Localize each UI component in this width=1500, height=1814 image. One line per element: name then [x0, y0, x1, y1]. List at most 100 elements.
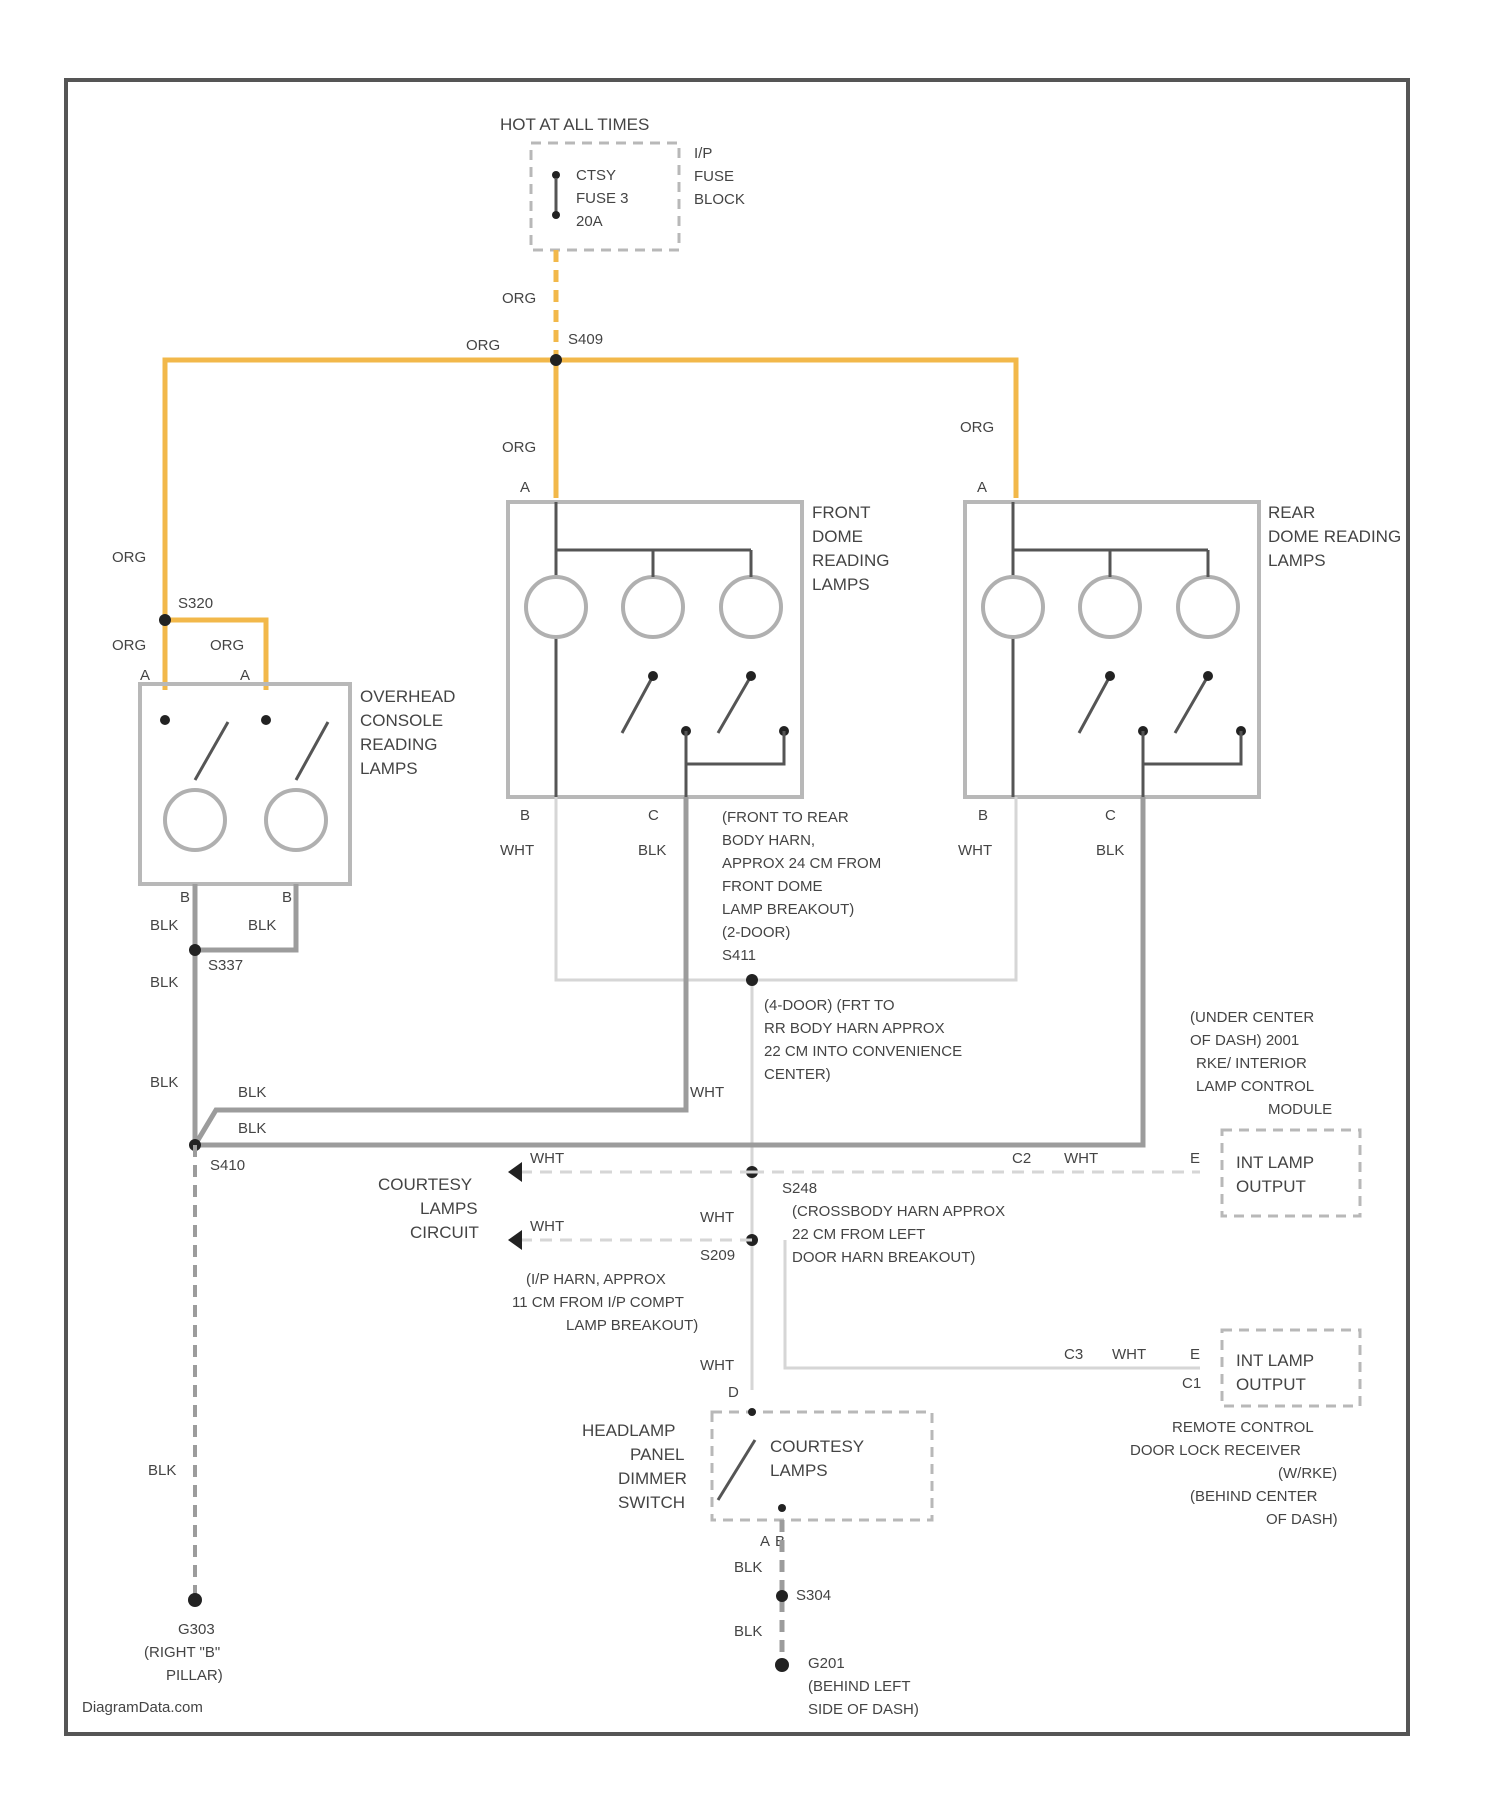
overhead-a2-feed-wire [165, 620, 266, 690]
wire-label-blk-6: BLK [238, 1120, 266, 1137]
wire-label-wht-c2: WHT [530, 1218, 564, 1235]
front-dome-label-3: READING [812, 551, 889, 570]
fuse-terminal-bottom [552, 211, 560, 219]
splice-s411-dot [746, 974, 758, 986]
overhead-b2-wire [195, 884, 296, 950]
wire-label-org-ovh-a1: ORG [112, 637, 146, 654]
splice-s409-dot [550, 354, 562, 366]
wire-label-wht-switch: WHT [700, 1357, 734, 1374]
rear-c-blk-wire [195, 797, 1143, 1145]
wire-label-wht-c1: WHT [530, 1150, 564, 1167]
wire-label-blk-2: BLK [248, 917, 276, 934]
int-lamp-output-1-label-1: INT LAMP [1236, 1153, 1314, 1172]
wire-label-blk-7: BLK [148, 1462, 176, 1479]
headlamp-switch-label-1: HEADLAMP [582, 1421, 676, 1440]
overhead-label-4: LAMPS [360, 759, 418, 778]
wire-label-blk-4: BLK [150, 1074, 178, 1091]
ground-right-label-1: G303 [178, 1621, 215, 1638]
splice-s304-label: S304 [796, 1587, 831, 1604]
front-c-blk-wire [195, 797, 686, 1145]
note-front-to-rear-1: (FRONT TO REAR [722, 809, 849, 826]
note-four-door-2: RR BODY HARN APPROX [764, 1020, 945, 1037]
wire-label-wht-mid: WHT [690, 1084, 724, 1101]
pin-receiver-e: E [1190, 1346, 1200, 1363]
pin-switch-a: A [760, 1533, 770, 1550]
courtesy-lamps-label-2: LAMPS [770, 1461, 828, 1480]
int-lamp-output-2-label-2: OUTPUT [1236, 1375, 1306, 1394]
pin-front-c: C [648, 807, 659, 824]
pin-rear-b: B [978, 807, 988, 824]
pin-module-e: E [1190, 1150, 1200, 1167]
note-front-to-rear-5: LAMP BREAKOUT) [722, 901, 854, 918]
orange-bus-wire [165, 360, 1016, 618]
wire-label-blk-8: BLK [734, 1559, 762, 1576]
rear-c-rail [1143, 731, 1241, 764]
wire-label-org-left: ORG [112, 549, 146, 566]
pin-rear-a: A [977, 479, 987, 496]
note-crossbody-3: DOOR HARN BREAKOUT) [792, 1249, 975, 1266]
wire-label-blk-3: BLK [150, 974, 178, 991]
pin-overhead-a1: A [140, 667, 150, 684]
courtesy-circuit-label-3: CIRCUIT [410, 1223, 479, 1242]
dimmer-switch-blade [718, 1440, 755, 1500]
front-dome-label-1: FRONT [812, 503, 871, 522]
fuse-label-3: 20A [576, 213, 603, 230]
ground-bottom-label-2: (BEHIND LEFT [808, 1678, 911, 1695]
wire-label-blk-9: BLK [734, 1623, 762, 1640]
courtesy-arrow-2 [508, 1230, 522, 1250]
splice-s337-dot [189, 944, 201, 956]
note-ip-harn-2: 11 CM FROM I/P COMPT [512, 1294, 684, 1311]
ground-bottom-label-1: G201 [808, 1655, 845, 1672]
note-receiver-3: (W/RKE) [1278, 1465, 1337, 1482]
note-module-1: (UNDER CENTER [1190, 1009, 1314, 1026]
int-lamp-output-1-label-2: OUTPUT [1236, 1177, 1306, 1196]
splice-s337-label: S337 [208, 957, 243, 974]
note-crossbody-1: (CROSSBODY HARN APPROX [792, 1203, 1005, 1220]
note-front-to-rear-4: FRONT DOME [722, 878, 823, 895]
front-c-rail [686, 731, 784, 764]
front-dome-label-4: LAMPS [812, 575, 870, 594]
front-switch-1 [622, 676, 653, 733]
rear-switch-2 [1175, 676, 1208, 733]
front-bulb-3 [721, 577, 781, 637]
ground-right-label-3: PILLAR) [166, 1667, 223, 1684]
wire-label-org-ovh-a2: ORG [210, 637, 244, 654]
wire-label-org-bus: ORG [466, 337, 500, 354]
pin-overhead-a2: A [240, 667, 250, 684]
ground-bottom-label-3: SIDE OF DASH) [808, 1701, 919, 1718]
fuse-label-2: FUSE 3 [576, 190, 629, 207]
pin-rear-c: C [1105, 807, 1116, 824]
wire-label-org-rear: ORG [960, 419, 994, 436]
switch-ground-terminal [778, 1504, 786, 1512]
rear-dome-label-3: LAMPS [1268, 551, 1326, 570]
watermark: DiagramData.com [82, 1699, 203, 1716]
ground-right-label-2: (RIGHT "B" [144, 1644, 220, 1661]
courtesy-circuit-label-2: LAMPS [420, 1199, 478, 1218]
connector-c3-label: C3 [1064, 1346, 1083, 1363]
wire-label-org-front: ORG [502, 439, 536, 456]
note-front-to-rear-2: BODY HARN, [722, 832, 815, 849]
overhead-sw2-contact [261, 715, 271, 725]
note-module-4: LAMP CONTROL [1196, 1078, 1314, 1095]
note-module-3: RKE/ INTERIOR [1196, 1055, 1307, 1072]
pin-overhead-b2: B [282, 889, 292, 906]
ground-g201-dot [775, 1658, 789, 1672]
overhead-sw1-contact [160, 715, 170, 725]
note-front-to-rear-7: S411 [722, 947, 756, 964]
pin-front-b: B [520, 807, 530, 824]
front-dome-lamps-box [508, 502, 802, 797]
note-front-to-rear-3: APPROX 24 CM FROM [722, 855, 881, 872]
connector-c2-label: C2 [1012, 1150, 1031, 1167]
note-module-5: MODULE [1268, 1101, 1332, 1118]
front-dome-label-2: DOME [812, 527, 863, 546]
wire-label-wht-module: WHT [1064, 1150, 1098, 1167]
overhead-bulb-1 [165, 790, 225, 850]
wire-label-blk-1: BLK [150, 917, 178, 934]
courtesy-arrow-1 [508, 1162, 522, 1182]
rear-sw2-contact [1203, 671, 1213, 681]
note-receiver-1: REMOTE CONTROL [1172, 1419, 1314, 1436]
front-bulb-2 [623, 577, 683, 637]
front-switch-2 [718, 676, 751, 733]
splice-s320-dot [159, 614, 171, 626]
